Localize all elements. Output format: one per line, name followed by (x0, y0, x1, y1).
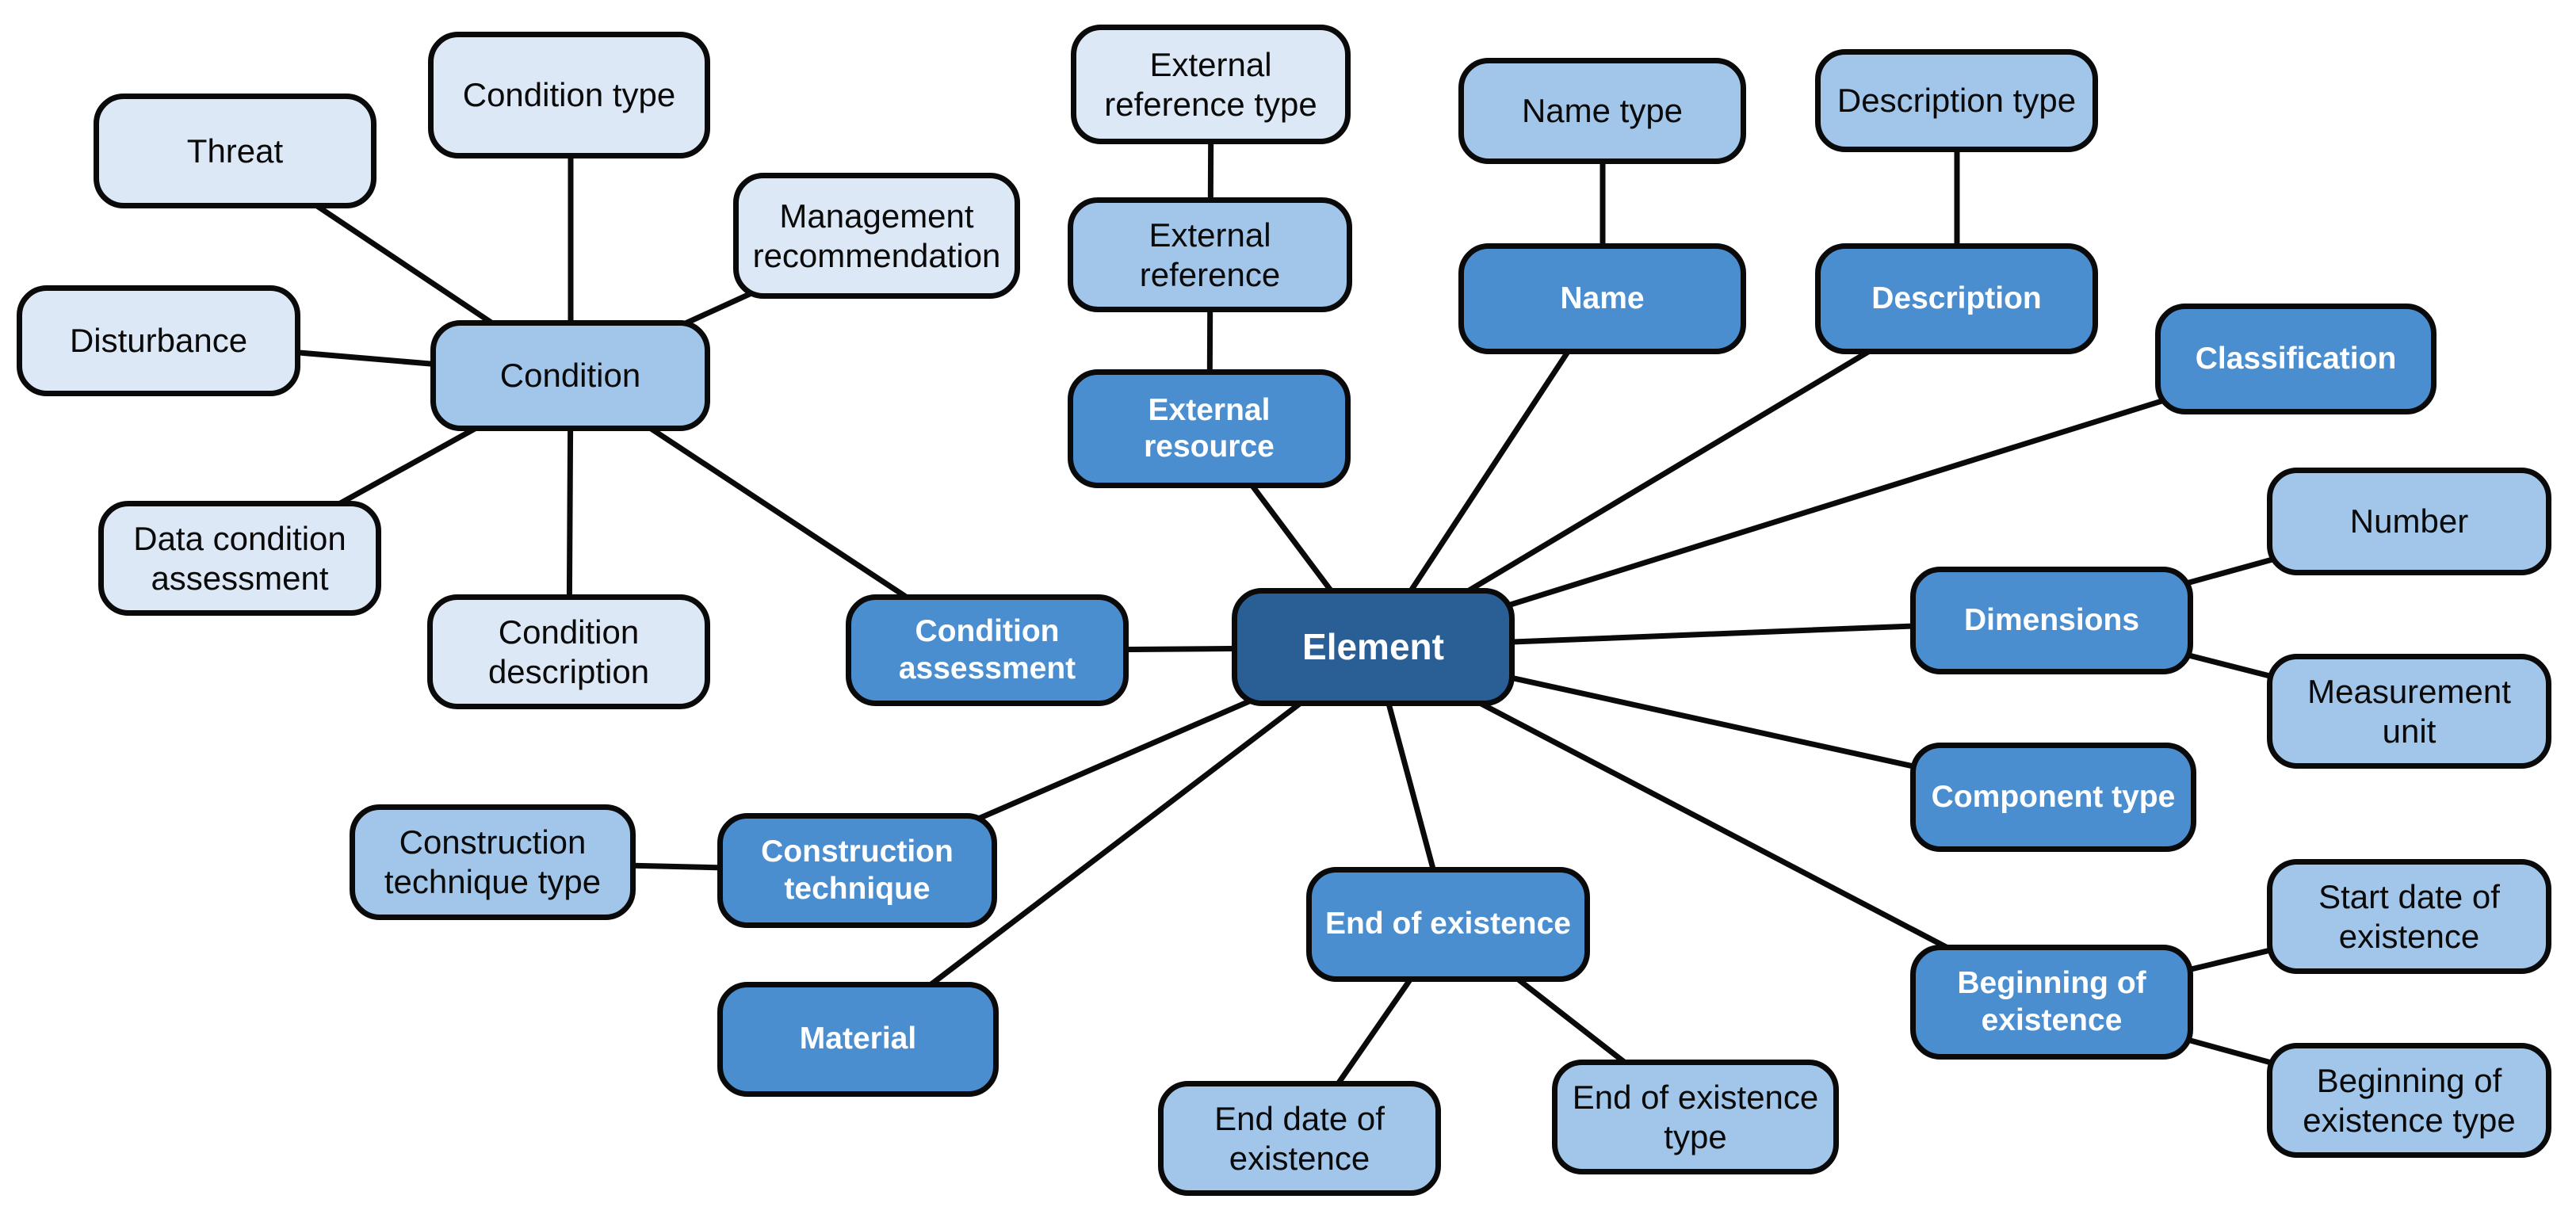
node-classification: Classification (2155, 304, 2436, 414)
node-end-of-existence-type: End of existence type (1552, 1060, 1839, 1174)
node-construction-technique: Construction technique (717, 813, 997, 928)
node-end-date-of-existence: End date of existence (1158, 1081, 1441, 1196)
node-description: Description (1815, 243, 2098, 354)
node-description-type: Description type (1815, 49, 2098, 152)
node-condition-description: Condition description (427, 594, 710, 709)
edge-beginning-of-existence-element (1370, 644, 2055, 1006)
node-management-recommendation: Management recommendation (733, 173, 1020, 299)
node-external-resource: External resource (1068, 369, 1351, 488)
node-beginning-of-existence-type: Beginning of existence type (2267, 1043, 2551, 1158)
node-external-reference-type: External reference type (1071, 25, 1351, 144)
node-component-type: Component type (1910, 743, 2196, 852)
node-number: Number (2267, 468, 2551, 575)
node-beginning-of-existence: Beginning of existence (1910, 945, 2193, 1060)
edge-material-element (855, 644, 1377, 1043)
node-name-type: Name type (1458, 58, 1746, 164)
node-threat: Threat (94, 94, 376, 208)
node-end-of-existence: End of existence (1306, 867, 1590, 982)
node-data-condition-assessment: Data condition assessment (98, 501, 381, 616)
node-condition-assessment: Condition assessment (846, 594, 1129, 706)
node-disturbance: Disturbance (17, 285, 300, 396)
node-condition-type: Condition type (428, 32, 710, 158)
node-measurement-unit: Measurement unit (2267, 654, 2551, 769)
edge-classification-element (1370, 356, 2299, 651)
node-dimensions: Dimensions (1910, 567, 2193, 674)
node-condition: Condition (430, 320, 710, 431)
node-material: Material (717, 982, 999, 1097)
node-start-date-of-existence: Start date of existence (2267, 859, 2551, 974)
node-name: Name (1458, 243, 1746, 354)
node-construction-technique-type: Construction technique type (350, 804, 636, 920)
node-external-reference: External reference (1068, 197, 1352, 312)
node-element: Element (1232, 588, 1515, 706)
